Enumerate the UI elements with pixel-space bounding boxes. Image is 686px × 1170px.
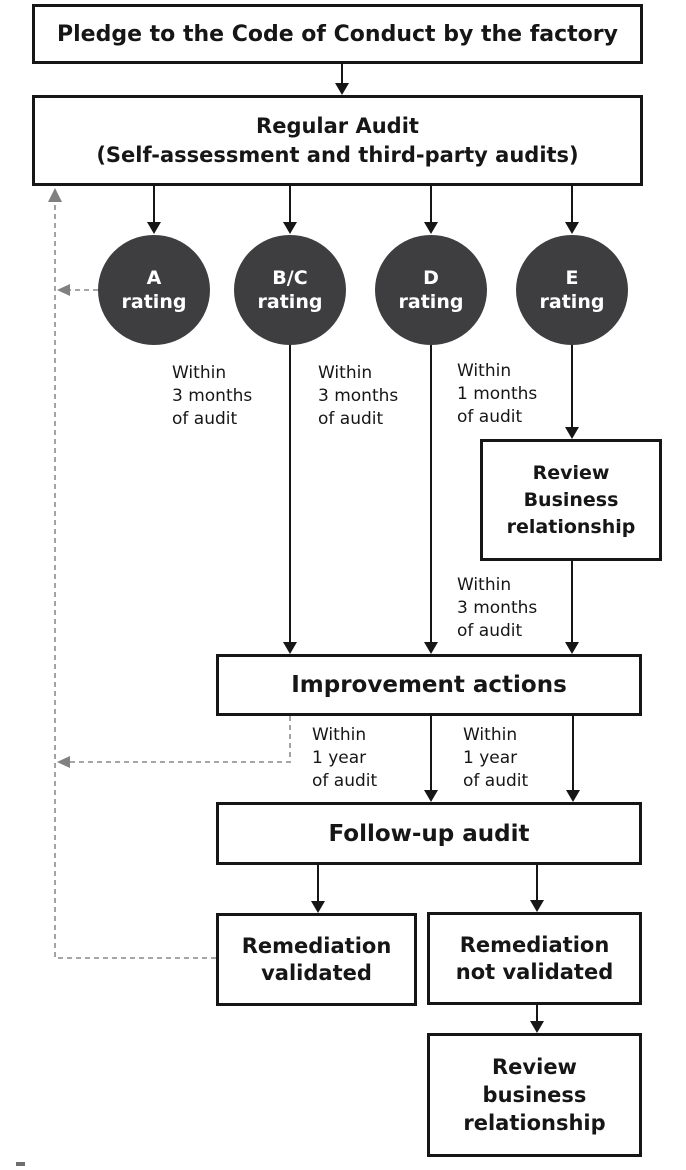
feedback-arrowhead-from-a — [57, 284, 70, 296]
label-followup-timing-right: Within 1 year of audit — [463, 725, 529, 791]
arrowhead-d-to-improvement — [424, 642, 438, 654]
label-review-timing: Within 3 months of audit — [457, 575, 538, 641]
arrowhead-improvement-to-followup-right — [566, 790, 580, 802]
arrowhead-pledge-to-regular — [335, 83, 349, 95]
node-regular-audit: Regular Audit (Self-assessment and third… — [32, 95, 643, 186]
arrowhead-e-to-review — [565, 427, 579, 439]
node-improvement-actions: Improvement actions — [216, 654, 642, 716]
node-review-business-upper: Review Business relationship — [480, 439, 662, 561]
node-pledge: Pledge to the Code of Conduct by the fac… — [32, 4, 643, 64]
node-rating-e: E rating — [516, 235, 628, 345]
node-rating-d: D rating — [375, 235, 487, 345]
label-followup-timing-left: Within 1 year of audit — [312, 725, 378, 791]
node-remediation-not-validated: Remediation not validated — [427, 912, 642, 1005]
arrowhead-review-to-improvement — [565, 642, 579, 654]
node-review-business-lower: Review business relationship — [427, 1033, 642, 1157]
arrowhead-followup-to-validated — [311, 901, 325, 913]
label-bc-timing: Within 3 months of audit — [172, 363, 253, 429]
node-follow-up-audit: Follow-up audit — [216, 802, 642, 865]
arrowhead-regular-to-a — [147, 222, 161, 234]
arrowhead-notvalidated-to-review — [530, 1021, 544, 1033]
feedback-arrowhead-to-regular — [48, 188, 62, 202]
label-d-timing: Within 3 months of audit — [318, 363, 399, 429]
arrowhead-regular-to-bc — [283, 222, 297, 234]
node-rating-a: A rating — [98, 235, 210, 345]
arrowhead-improvement-to-followup-left — [424, 790, 438, 802]
arrowhead-bc-to-improvement — [283, 642, 297, 654]
stray-dash-mark — [16, 1162, 25, 1166]
node-remediation-validated: Remediation validated — [216, 913, 417, 1006]
arrowhead-followup-to-notvalidated — [530, 900, 544, 912]
node-rating-bc: B/C rating — [234, 235, 346, 345]
feedback-from-improvement-dashed — [70, 716, 291, 763]
arrowhead-regular-to-e — [565, 222, 579, 234]
label-e-timing: Within 1 months of audit — [457, 361, 538, 427]
feedback-arrowhead-from-improvement — [57, 756, 70, 768]
arrowhead-regular-to-d — [424, 222, 438, 234]
